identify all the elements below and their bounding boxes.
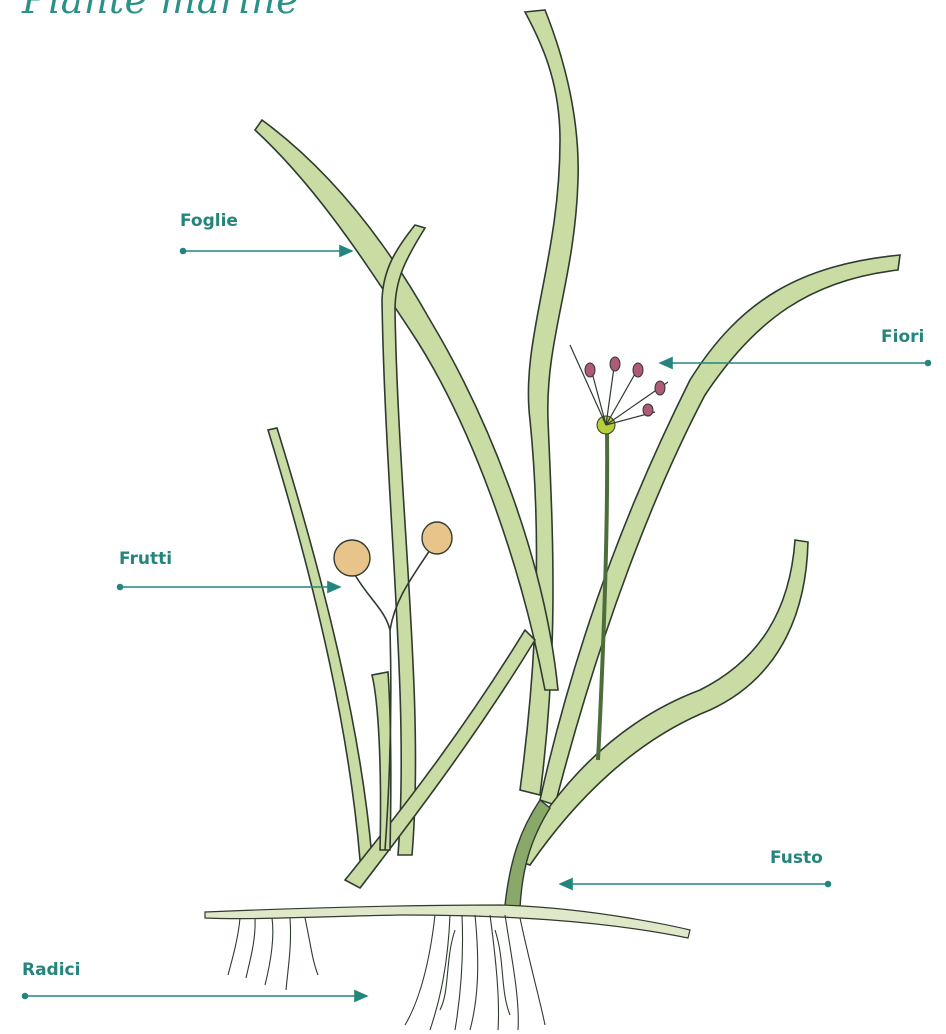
callouts (23, 249, 931, 999)
leaf-thin-left (268, 428, 372, 860)
leaf-right-lower (515, 540, 808, 865)
fruit-right (422, 522, 452, 554)
fruit-left (334, 540, 370, 576)
fruit-group (334, 522, 452, 850)
rhizome (205, 905, 690, 938)
leaf-diagonal (345, 630, 535, 888)
roots (228, 915, 545, 1030)
stem-base (505, 800, 550, 908)
label-foglie: Foglie (180, 211, 238, 231)
leaves (255, 10, 900, 888)
leaf-stub (372, 672, 391, 850)
label-fiori: Fiori (881, 327, 924, 347)
leaf-right-arch (540, 255, 900, 805)
label-fusto: Fusto (770, 848, 823, 868)
label-frutti: Frutti (119, 549, 172, 569)
label-radici: Radici (22, 960, 80, 980)
